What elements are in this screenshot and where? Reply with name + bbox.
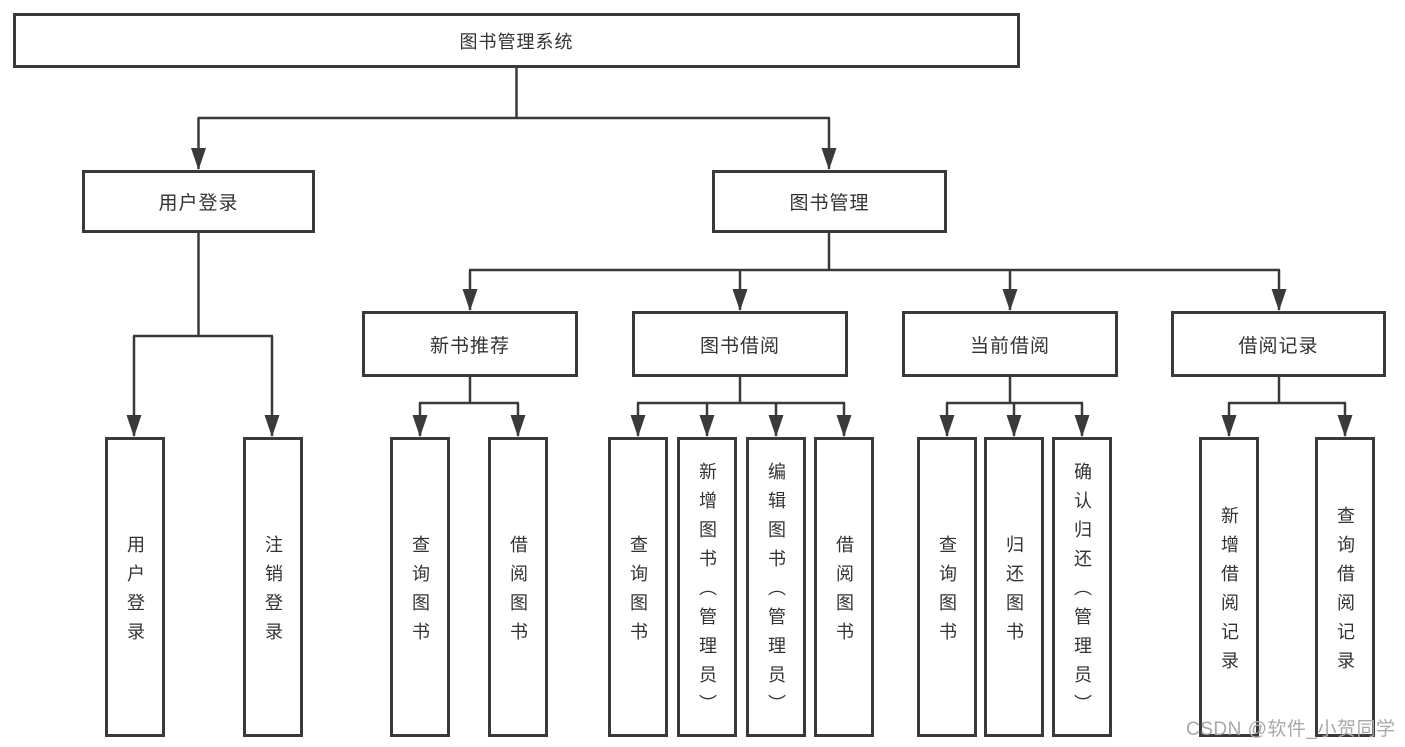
leaf-borrow-books-recommend: 借阅图书: [488, 437, 548, 737]
node-book-management: 图书管理: [712, 170, 947, 233]
leaf-add-books-admin-label: 新增图书（管理员）: [697, 462, 717, 723]
node-current-borrow-label: 当前借阅: [969, 335, 1050, 357]
leaf-query-books-recommend: 查询图书: [390, 437, 450, 737]
leaf-logout: 注销登录: [243, 437, 303, 737]
connector-group: [126, 68, 1353, 437]
node-borrow-record-label: 借阅记录: [1238, 335, 1319, 357]
leaf-query-borrow-record-label: 查询借阅记录: [1335, 505, 1355, 680]
leaf-confirm-return-admin: 确认归还（管理员）: [1052, 437, 1112, 737]
node-new-book-recommend-label: 新书推荐: [429, 335, 510, 357]
leaf-query-books-recommend-label: 查询图书: [410, 534, 430, 651]
node-book-borrow: 图书借阅: [632, 311, 848, 377]
leaf-borrow-books-label: 借阅图书: [834, 534, 854, 651]
node-current-borrow: 当前借阅: [902, 311, 1118, 377]
leaf-confirm-return-admin-label: 确认归还（管理员）: [1072, 462, 1092, 723]
node-book-borrow-label: 图书借阅: [699, 335, 780, 357]
node-new-book-recommend: 新书推荐: [362, 311, 578, 377]
leaf-borrow-books: 借阅图书: [814, 437, 874, 737]
node-user-login-module-label: 用户登录: [158, 193, 239, 214]
leaf-query-books-borrow: 查询图书: [608, 437, 668, 737]
leaf-logout-label: 注销登录: [263, 534, 283, 651]
leaf-query-books-current: 查询图书: [917, 437, 977, 737]
leaf-return-books: 归还图书: [984, 437, 1044, 737]
leaf-edit-books-admin: 编辑图书（管理员）: [746, 437, 806, 737]
node-library-system-label: 图书管理系统: [459, 31, 574, 52]
leaf-add-books-admin: 新增图书（管理员）: [677, 437, 737, 737]
leaf-borrow-books-recommend-label: 借阅图书: [508, 534, 528, 651]
leaf-return-books-label: 归还图书: [1004, 534, 1024, 651]
node-library-system: 图书管理系统: [13, 13, 1020, 68]
leaf-user-login: 用户登录: [105, 437, 165, 737]
node-book-management-label: 图书管理: [789, 193, 870, 214]
csdn-watermark: CSDN @软件_小贺同学: [1186, 719, 1396, 740]
node-user-login-module: 用户登录: [82, 170, 315, 233]
leaf-add-borrow-record-label: 新增借阅记录: [1219, 505, 1239, 680]
leaf-user-login-label: 用户登录: [125, 534, 145, 651]
leaf-query-books-current-label: 查询图书: [937, 534, 957, 651]
node-borrow-record: 借阅记录: [1171, 311, 1386, 377]
leaf-add-borrow-record: 新增借阅记录: [1199, 437, 1259, 737]
leaf-query-books-borrow-label: 查询图书: [628, 534, 648, 651]
leaf-query-borrow-record: 查询借阅记录: [1315, 437, 1375, 737]
leaf-edit-books-admin-label: 编辑图书（管理员）: [766, 462, 786, 723]
